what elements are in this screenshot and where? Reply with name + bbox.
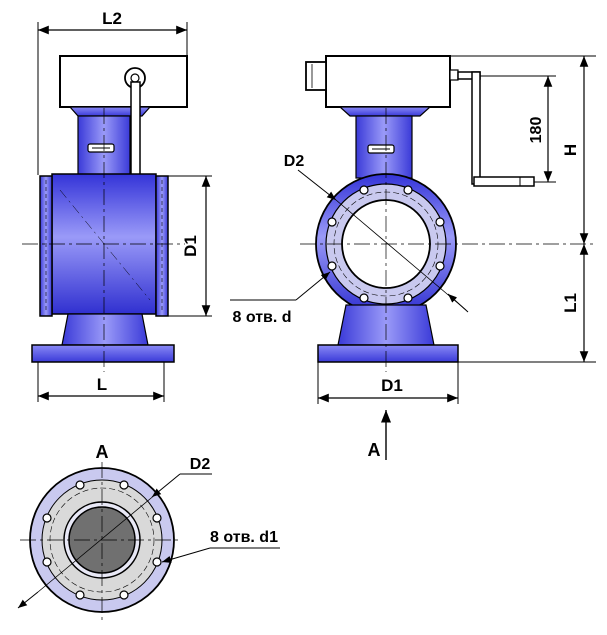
side-actuator-box: [59, 55, 188, 108]
dim-l1-label: L1: [561, 293, 580, 313]
side-handle-bar: [130, 81, 141, 187]
front-bolt-holes: [327, 185, 445, 303]
dim-d1-front-label: D1: [381, 376, 403, 395]
dim-l2-label: L2: [102, 9, 122, 28]
dim-d1-side-label: D1: [181, 235, 200, 257]
bottom-bolt-holes: [42, 480, 162, 600]
front-view: D2 8 отв. d D1 H L1 180 A: [230, 55, 596, 460]
bottom-view-a: A D2 8 отв. d1: [17, 442, 280, 620]
dim-d2-front-label: D2: [284, 153, 305, 170]
holes-bottom-label: 8 отв. d1: [210, 529, 278, 546]
dim-h-label: H: [561, 144, 580, 156]
dim-l-label: L: [97, 375, 107, 394]
front-crank-handle: [473, 176, 535, 187]
dim-d2-bottom-label: D2: [190, 456, 211, 473]
side-view: L2 D1: [22, 9, 212, 402]
view-a-title: A: [96, 442, 109, 462]
front-actuator-box: [325, 55, 451, 108]
front-base-flange: [317, 344, 459, 363]
dim-180-label: 180: [528, 117, 545, 144]
front-actuator-knob: [305, 61, 327, 91]
side-neck: [61, 313, 149, 346]
holes-front-label: 8 отв. d: [232, 309, 291, 326]
side-base-flange: [31, 344, 175, 363]
view-a-arrow-label: A: [368, 440, 381, 460]
side-mount-plate: [68, 106, 152, 117]
front-mount-plate: [338, 106, 432, 117]
